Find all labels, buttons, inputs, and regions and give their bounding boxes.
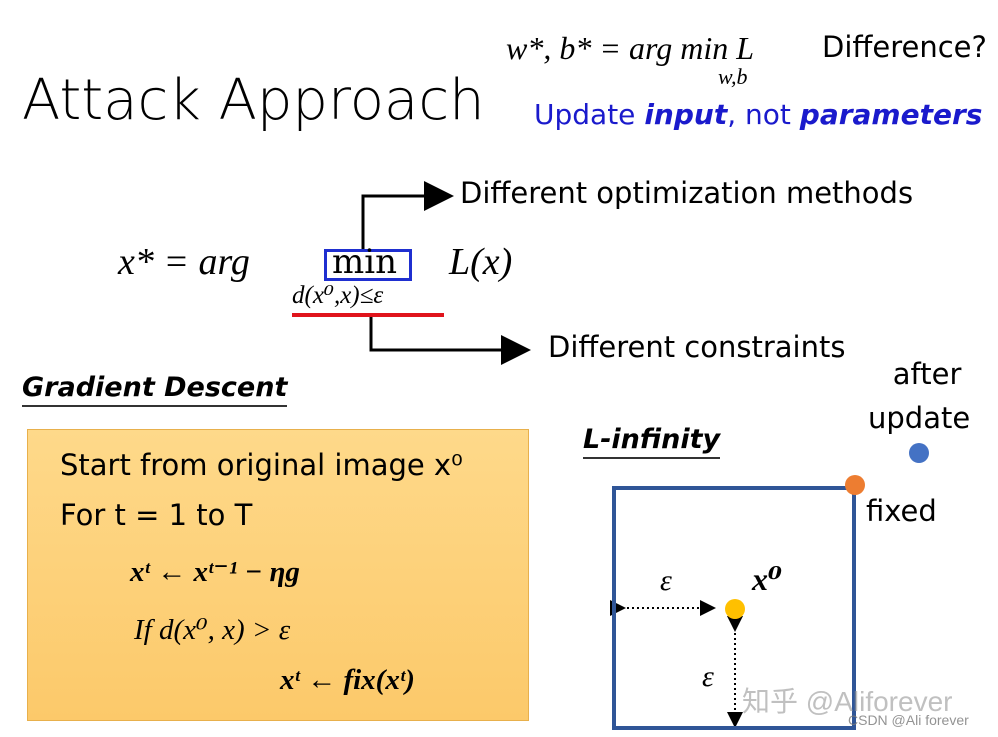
gd-line-3: xᵗ ← xᵗ⁻¹ − ηg <box>130 556 300 588</box>
min-operator: min <box>332 242 398 282</box>
csdn-watermark: CSDN @Ali forever <box>848 712 969 728</box>
after-update-line-1: after <box>892 357 962 391</box>
gradient-descent-title: Gradient Descent <box>22 372 288 407</box>
gradient-descent-box: Start from original image x⁰ For t = 1 t… <box>27 429 529 721</box>
update-note-parameters: parameters <box>799 98 983 131</box>
after-update-dot <box>909 443 929 463</box>
l-infinity-title: L-infinity <box>583 424 721 459</box>
fixed-dot <box>845 475 865 495</box>
after-update-line-2: update <box>868 401 971 435</box>
update-note-prefix: Update <box>534 98 645 131</box>
top-equation: w*, b* = arg min L w,b <box>506 30 754 89</box>
min-highlight-box <box>324 249 412 281</box>
gd-line-4: If d(x⁰, x) > ε <box>134 614 291 646</box>
x0-dot <box>725 599 745 619</box>
x0-label: x⁰ <box>752 561 783 597</box>
gd-line-1: Start from original image x⁰ <box>60 448 463 482</box>
main-equation-rhs: L(x) <box>449 241 513 283</box>
after-update-label: after update <box>868 352 970 440</box>
label-constraints: Different constraints <box>548 330 846 364</box>
l-infinity-box <box>612 486 856 730</box>
main-equation-lhs: x* = arg <box>118 241 250 283</box>
epsilon-horizontal-label: ε <box>660 564 672 597</box>
gd-line-5: xᵗ ← fix(xᵗ) <box>280 664 415 696</box>
gd-line-2: For t = 1 to T <box>60 498 253 532</box>
fixed-label: fixed <box>866 494 937 528</box>
epsilon-vertical-label: ε <box>702 660 714 693</box>
update-note-middle: , not <box>727 98 800 131</box>
update-note-input: input <box>644 98 728 131</box>
update-note: Update input, not parameters <box>534 98 982 131</box>
top-equation-subscript: w,b <box>718 64 748 89</box>
constraint-subscript: d(x⁰,x)≤ε <box>292 282 384 309</box>
top-equation-text: w*, b* = arg min L <box>506 30 754 66</box>
zhihu-watermark: 知乎 @Aliforever <box>742 686 953 717</box>
label-optimization-methods: Different optimization methods <box>460 176 914 210</box>
difference-label: Difference? <box>822 30 987 64</box>
constraint-underline <box>292 313 444 317</box>
slide-title: Attack Approach <box>22 68 485 133</box>
